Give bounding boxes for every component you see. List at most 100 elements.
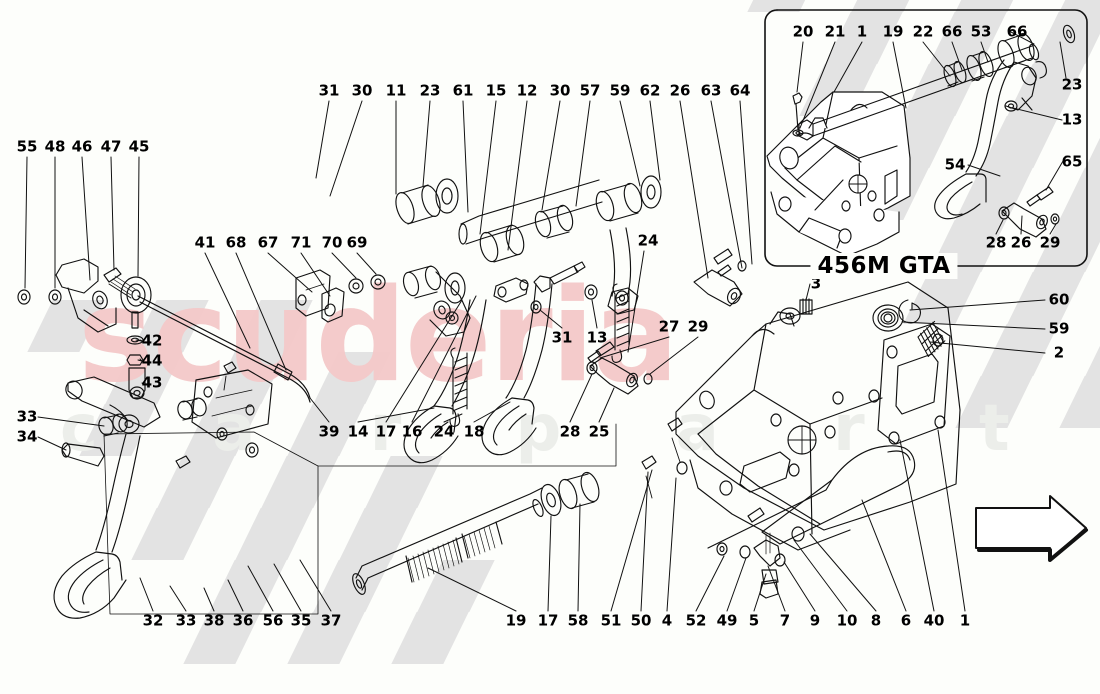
inset-pedal-box-casting bbox=[766, 91, 911, 257]
callout-number: 13 bbox=[1061, 110, 1083, 129]
callout-number: 17 bbox=[537, 611, 559, 630]
callout-number: 33 bbox=[175, 611, 197, 630]
callout-number: 52 bbox=[685, 611, 707, 630]
callout-number: 4 bbox=[661, 611, 673, 630]
callout-number: 10 bbox=[836, 611, 858, 630]
direction-arrow bbox=[975, 495, 1088, 562]
callout-number: 45 bbox=[128, 137, 150, 156]
callout-number: 60 bbox=[1048, 290, 1070, 309]
callout-number: 37 bbox=[320, 611, 342, 630]
callout-number: 15 bbox=[485, 81, 507, 100]
callout-number: 29 bbox=[1039, 233, 1061, 252]
callout-number: 18 bbox=[463, 422, 485, 441]
callout-number: 17 bbox=[375, 422, 397, 441]
callout-number: 53 bbox=[970, 22, 992, 41]
callout-number: 35 bbox=[290, 611, 312, 630]
callout-number: 22 bbox=[912, 22, 934, 41]
callout-number: 56 bbox=[262, 611, 284, 630]
callout-number: 1 bbox=[856, 22, 868, 41]
callout-number: 44 bbox=[141, 351, 163, 370]
left-pedal-assembly bbox=[17, 258, 319, 619]
callout-number: 46 bbox=[71, 137, 93, 156]
callout-number: 50 bbox=[630, 611, 652, 630]
callout-number: 36 bbox=[232, 611, 254, 630]
callout-number: 24 bbox=[433, 422, 455, 441]
callout-number: 59 bbox=[1048, 319, 1070, 338]
callout-number: 30 bbox=[351, 81, 373, 100]
callout-number: 63 bbox=[700, 81, 722, 100]
callout-number: 20 bbox=[792, 22, 814, 41]
callout-number: 11 bbox=[385, 81, 407, 100]
callout-number: 32 bbox=[142, 611, 164, 630]
callout-number: 38 bbox=[203, 611, 225, 630]
callout-number: 13 bbox=[586, 328, 608, 347]
callout-number: 65 bbox=[1061, 152, 1083, 171]
callout-number: 47 bbox=[100, 137, 122, 156]
callout-number: 66 bbox=[1006, 22, 1028, 41]
callout-number: 23 bbox=[1061, 75, 1083, 94]
callout-number: 2 bbox=[1053, 343, 1065, 362]
callout-number: 28 bbox=[985, 233, 1007, 252]
cable-mount-brackets bbox=[295, 269, 386, 323]
callout-number: 70 bbox=[321, 233, 343, 252]
right-pedal-box-casting bbox=[641, 281, 961, 599]
callout-number: 41 bbox=[194, 233, 216, 252]
callout-number: 8 bbox=[870, 611, 882, 630]
callout-number: 34 bbox=[16, 427, 38, 446]
callout-number: 40 bbox=[923, 611, 945, 630]
callout-number: 7 bbox=[779, 611, 791, 630]
right-linkage-bracket bbox=[586, 248, 747, 395]
center-pedal-group bbox=[395, 175, 662, 464]
inset-title-456m-gta: 456M GTA bbox=[810, 253, 958, 279]
callout-number: 9 bbox=[809, 611, 821, 630]
callout-number: 26 bbox=[669, 81, 691, 100]
inset-panel-border bbox=[764, 9, 1088, 267]
callout-number: 25 bbox=[588, 422, 610, 441]
callout-number: 14 bbox=[347, 422, 369, 441]
inset-linkage-bracket bbox=[998, 186, 1060, 238]
callout-number: 27 bbox=[658, 317, 680, 336]
callout-number: 30 bbox=[549, 81, 571, 100]
callout-number: 39 bbox=[318, 422, 340, 441]
return-springs bbox=[449, 283, 630, 427]
callout-number: 55 bbox=[16, 137, 38, 156]
leader-lines bbox=[24, 31, 1067, 612]
callout-number: 24 bbox=[637, 231, 659, 250]
callout-number: 69 bbox=[346, 233, 368, 252]
callout-number: 16 bbox=[401, 422, 423, 441]
callout-number: 26 bbox=[1010, 233, 1032, 252]
callout-number: 28 bbox=[559, 422, 581, 441]
callout-number: 67 bbox=[257, 233, 279, 252]
callout-number: 1 bbox=[959, 611, 971, 630]
callout-number: 23 bbox=[419, 81, 441, 100]
callout-number: 42 bbox=[141, 331, 163, 350]
callout-number: 31 bbox=[551, 328, 573, 347]
callout-number: 54 bbox=[944, 155, 966, 174]
callout-number: 19 bbox=[882, 22, 904, 41]
callout-number: 29 bbox=[687, 317, 709, 336]
callout-number: 12 bbox=[516, 81, 538, 100]
callout-number: 68 bbox=[225, 233, 247, 252]
callout-number: 62 bbox=[639, 81, 661, 100]
callout-number: 43 bbox=[141, 373, 163, 392]
callout-number: 61 bbox=[452, 81, 474, 100]
callout-number: 31 bbox=[318, 81, 340, 100]
callout-number: 33 bbox=[16, 407, 38, 426]
center-shaft-assembly bbox=[317, 423, 617, 595]
callout-number: 6 bbox=[900, 611, 912, 630]
callout-number: 21 bbox=[824, 22, 846, 41]
callout-number: 3 bbox=[810, 274, 822, 293]
callout-number: 57 bbox=[579, 81, 601, 100]
callout-number: 5 bbox=[748, 611, 760, 630]
callout-number: 19 bbox=[505, 611, 527, 630]
callout-number: 64 bbox=[729, 81, 751, 100]
callout-number: 48 bbox=[44, 137, 66, 156]
callout-number: 59 bbox=[609, 81, 631, 100]
callout-number: 58 bbox=[567, 611, 589, 630]
callout-number: 49 bbox=[716, 611, 738, 630]
inset-clutch-pedal bbox=[934, 59, 1047, 220]
callout-number: 71 bbox=[290, 233, 312, 252]
callout-number: 66 bbox=[941, 22, 963, 41]
